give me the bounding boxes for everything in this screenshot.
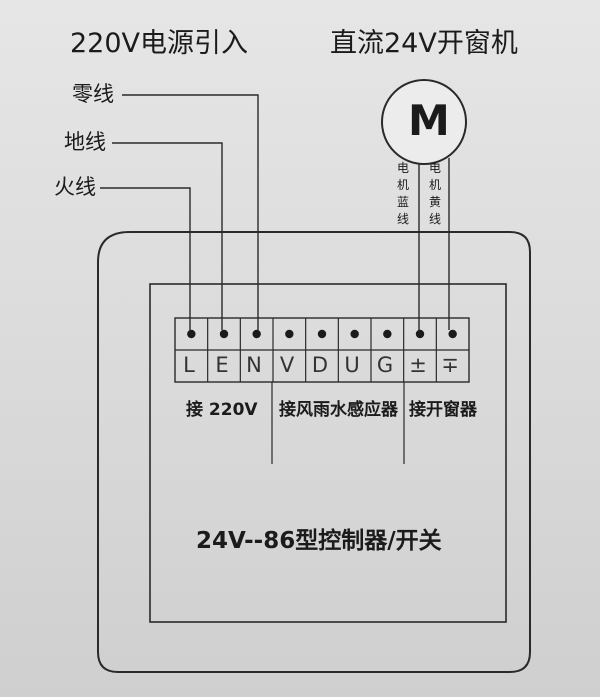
inner-panel <box>149 283 507 623</box>
ground-wire-label: 地线 <box>64 130 106 154</box>
motor-symbol: M <box>408 96 450 145</box>
power-input-title: 220V电源引入 <box>70 28 249 59</box>
opener-section-label: 接开窗器 <box>409 400 477 420</box>
outer-panel <box>97 231 531 673</box>
motor-yellow-wire-label: 电机黄线 <box>428 161 441 226</box>
terminal-screw <box>415 329 425 339</box>
neutral-wire <box>122 94 259 330</box>
terminal-L: L <box>183 353 195 377</box>
live-wire <box>100 187 191 330</box>
terminal-screw <box>252 329 261 339</box>
motor-title: 直流24V开窗机 <box>330 28 518 59</box>
terminal-E: E <box>215 353 229 377</box>
sensor-section-label: 接风雨水感应器 <box>279 400 398 420</box>
terminal-U: U <box>344 353 360 377</box>
motor-circle <box>381 79 467 165</box>
live-wire-label: 火线 <box>54 175 96 199</box>
ground-wire <box>112 142 223 330</box>
terminal-motor-minus: ∓ <box>441 353 459 377</box>
terminal-V: V <box>279 353 295 377</box>
terminal-screw <box>350 329 359 339</box>
terminal-G: G <box>376 353 394 377</box>
power-section-label: 接 220V <box>186 400 258 420</box>
motor-blue-wire-label: 电机蓝线 <box>396 161 409 226</box>
terminal-motor-plus: ± <box>409 353 427 377</box>
neutral-wire-label: 零线 <box>72 82 114 106</box>
terminal-N: N <box>246 353 262 377</box>
device-title: 24V--86型控制器/开关 <box>196 528 442 554</box>
terminal-screw <box>187 329 196 339</box>
terminal-screw <box>317 329 327 339</box>
terminal-screw <box>448 329 457 339</box>
terminal-screw <box>285 329 294 339</box>
terminal-D: D <box>311 353 329 377</box>
terminal-screw <box>383 329 392 339</box>
terminal-screw <box>219 329 229 339</box>
